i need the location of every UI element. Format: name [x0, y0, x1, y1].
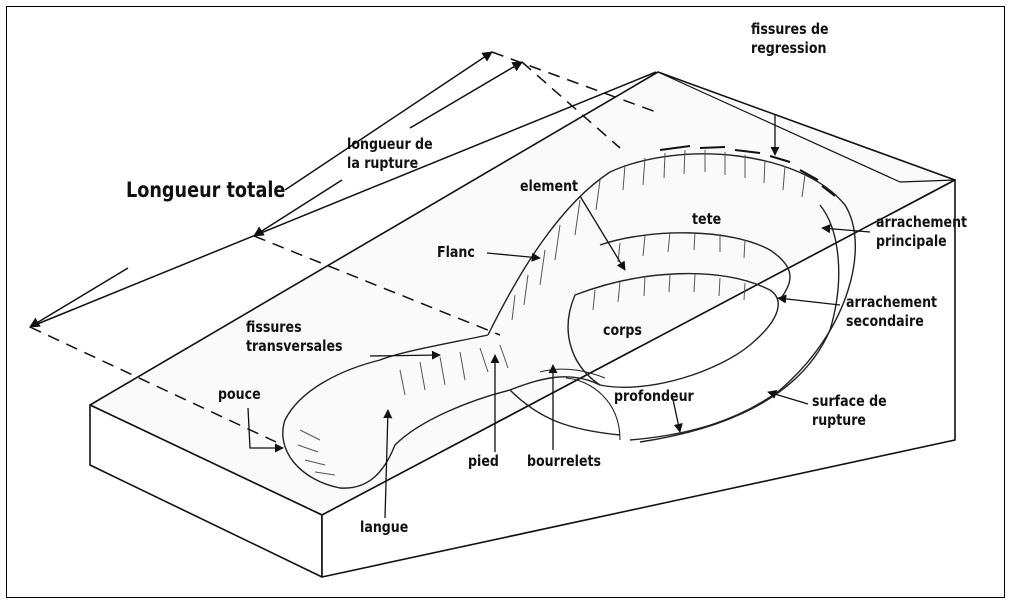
label-fissures-regression: fissures de regression — [751, 20, 829, 58]
label-arrachement-secondaire: arrachement secondaire — [846, 293, 937, 331]
label-pied: pied — [468, 452, 499, 471]
label-tete: tete — [692, 210, 721, 229]
label-corps: corps — [603, 321, 642, 340]
total-length-arrow-left — [30, 268, 128, 327]
terrain-block — [90, 72, 955, 577]
label-bourrelets: bourrelets — [527, 452, 601, 471]
label-arrachement-principale: arrachement principale — [876, 213, 967, 251]
label-langue: langue — [360, 518, 408, 537]
label-fissures-transversales: fissures transversales — [246, 318, 343, 356]
label-longueur-totale: Longueur totale — [126, 178, 285, 202]
label-element: element — [520, 177, 578, 196]
label-pouce: pouce — [218, 385, 261, 404]
label-surface-rupture: surface de rupture — [812, 392, 887, 430]
label-profondeur: profondeur — [614, 387, 694, 406]
label-longueur-rupture: longueur de la rupture — [347, 135, 433, 173]
label-flanc: Flanc — [437, 243, 475, 262]
